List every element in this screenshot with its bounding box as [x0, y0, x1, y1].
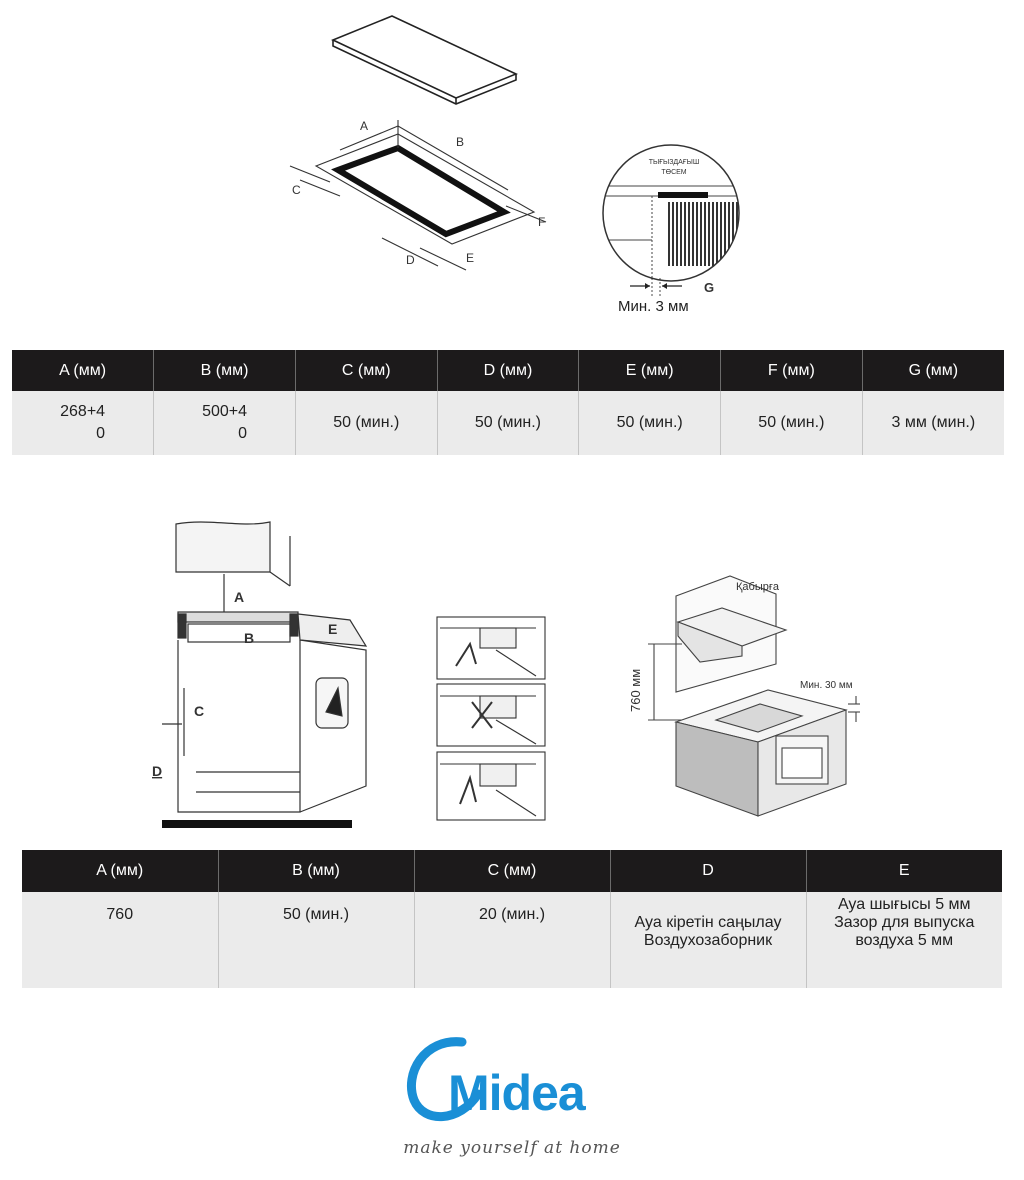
cell-d: 50 (мин.) [437, 391, 580, 455]
cell-f: 50 (мин.) [720, 391, 863, 455]
label-d: D [152, 763, 162, 779]
install-step-1 [436, 616, 546, 680]
cell-e: 50 (мин.) [578, 391, 722, 455]
header-f: F (мм) [720, 350, 863, 391]
header-d: D (мм) [437, 350, 580, 391]
install-step-3 [436, 751, 546, 821]
table-row: 760 50 (мин.) 20 (мин.) Ауа кіретін саңы… [22, 892, 1002, 988]
cell-a-sub: 0 [96, 425, 106, 442]
cell-e-line1: Ауа шығысы 5 мм [837, 896, 971, 913]
cell-a: 760 [22, 892, 219, 988]
cell-e-line3: воздуха 5 мм [855, 932, 954, 949]
kitchen-installation-diagram: Қабырға 760 мм Мин. 30 мм [628, 575, 860, 817]
dim-label-c: C [292, 183, 301, 197]
header-e: E (мм) [578, 350, 722, 391]
cell-b-sub: 0 [238, 425, 248, 442]
installation-clearance-table: A (мм) B (мм) C (мм) D E 760 50 (мин.) 2… [22, 850, 1002, 988]
header-b: B (мм) [153, 350, 296, 391]
dim-label-a: A [360, 119, 368, 133]
cell-a-main: 268+4 [60, 403, 106, 420]
cell-d-line2: Воздухозаборник [643, 932, 773, 949]
header-a: A (мм) [12, 350, 155, 391]
label-a: A [234, 589, 244, 605]
dim-label-e: E [466, 251, 474, 265]
cell-g: 3 мм (мин.) [862, 391, 1004, 455]
label-c: C [194, 703, 204, 719]
cell-a: 268+4 0 [12, 391, 155, 455]
cell-c: 20 (мин.) [414, 892, 611, 988]
table-row: 268+4 0 500+4 0 50 (мин.) 50 (мин.) 50 (… [12, 391, 1004, 455]
wall-label: Қабырға [736, 581, 780, 593]
dim-label-b: B [456, 135, 464, 149]
cell-b-main: 500+4 [202, 403, 248, 420]
cell-c: 50 (мин.) [295, 391, 438, 455]
dim-label-f: F [538, 215, 545, 229]
cell-b: 500+4 0 [153, 391, 296, 455]
cell-d-line1: Ауа кіретін саңылау [634, 914, 782, 931]
table-header-row: A (мм) B (мм) C (мм) D (мм) E (мм) F (мм… [12, 350, 1004, 391]
header-c: C (мм) [414, 850, 611, 892]
detail-circle [602, 144, 740, 282]
seal-label-line2: ТӨСЕМ [661, 169, 686, 176]
install-step-2 [436, 683, 546, 747]
label-b: B [244, 630, 254, 646]
header-e: E [806, 850, 1002, 892]
height-label: 760 мм [628, 669, 643, 712]
min-gap-30-label: Мин. 30 мм [800, 680, 853, 691]
installation-steps-diagram [436, 616, 546, 821]
brand-tagline: make yourself at home [403, 1138, 621, 1158]
seal-detail-diagram: ТЫҒЫЗДАҒЫШ ТӨСЕМ [602, 144, 740, 282]
header-b: B (мм) [218, 850, 415, 892]
countertop-illustration [289, 120, 547, 271]
cell-e-line2: Зазор для выпуска [834, 914, 975, 931]
min-gap-label: Мин. 3 мм [618, 298, 689, 315]
header-c: C (мм) [295, 350, 438, 391]
midea-logo-swoosh-icon [406, 1037, 483, 1121]
seal-label-line1: ТЫҒЫЗДАҒЫШ [649, 159, 700, 166]
cabinet-diagram: A B C D E [152, 521, 368, 828]
hob-cutout-diagram: A B C D E F [289, 15, 547, 271]
gap-g-arrows: G [630, 278, 714, 296]
cell-e: Ауа шығысы 5 мм Зазор для выпуска воздух… [806, 892, 1002, 988]
gap-label-g: G [704, 280, 714, 295]
cutout-dimensions-table: A (мм) B (мм) C (мм) D (мм) E (мм) F (мм… [12, 350, 1004, 455]
hob-panel-illustration [331, 15, 519, 105]
brand-logo: Midea [448, 1065, 586, 1121]
table-header-row: A (мм) B (мм) C (мм) D E [22, 850, 1002, 892]
cell-d: Ауа кіретін саңылау Воздухозаборник [610, 892, 807, 988]
label-e: E [328, 621, 337, 637]
header-d: D [610, 850, 807, 892]
header-g: G (мм) [862, 350, 1004, 391]
dim-label-d: D [406, 253, 415, 267]
cell-b: 50 (мин.) [218, 892, 415, 988]
header-a: A (мм) [22, 850, 219, 892]
